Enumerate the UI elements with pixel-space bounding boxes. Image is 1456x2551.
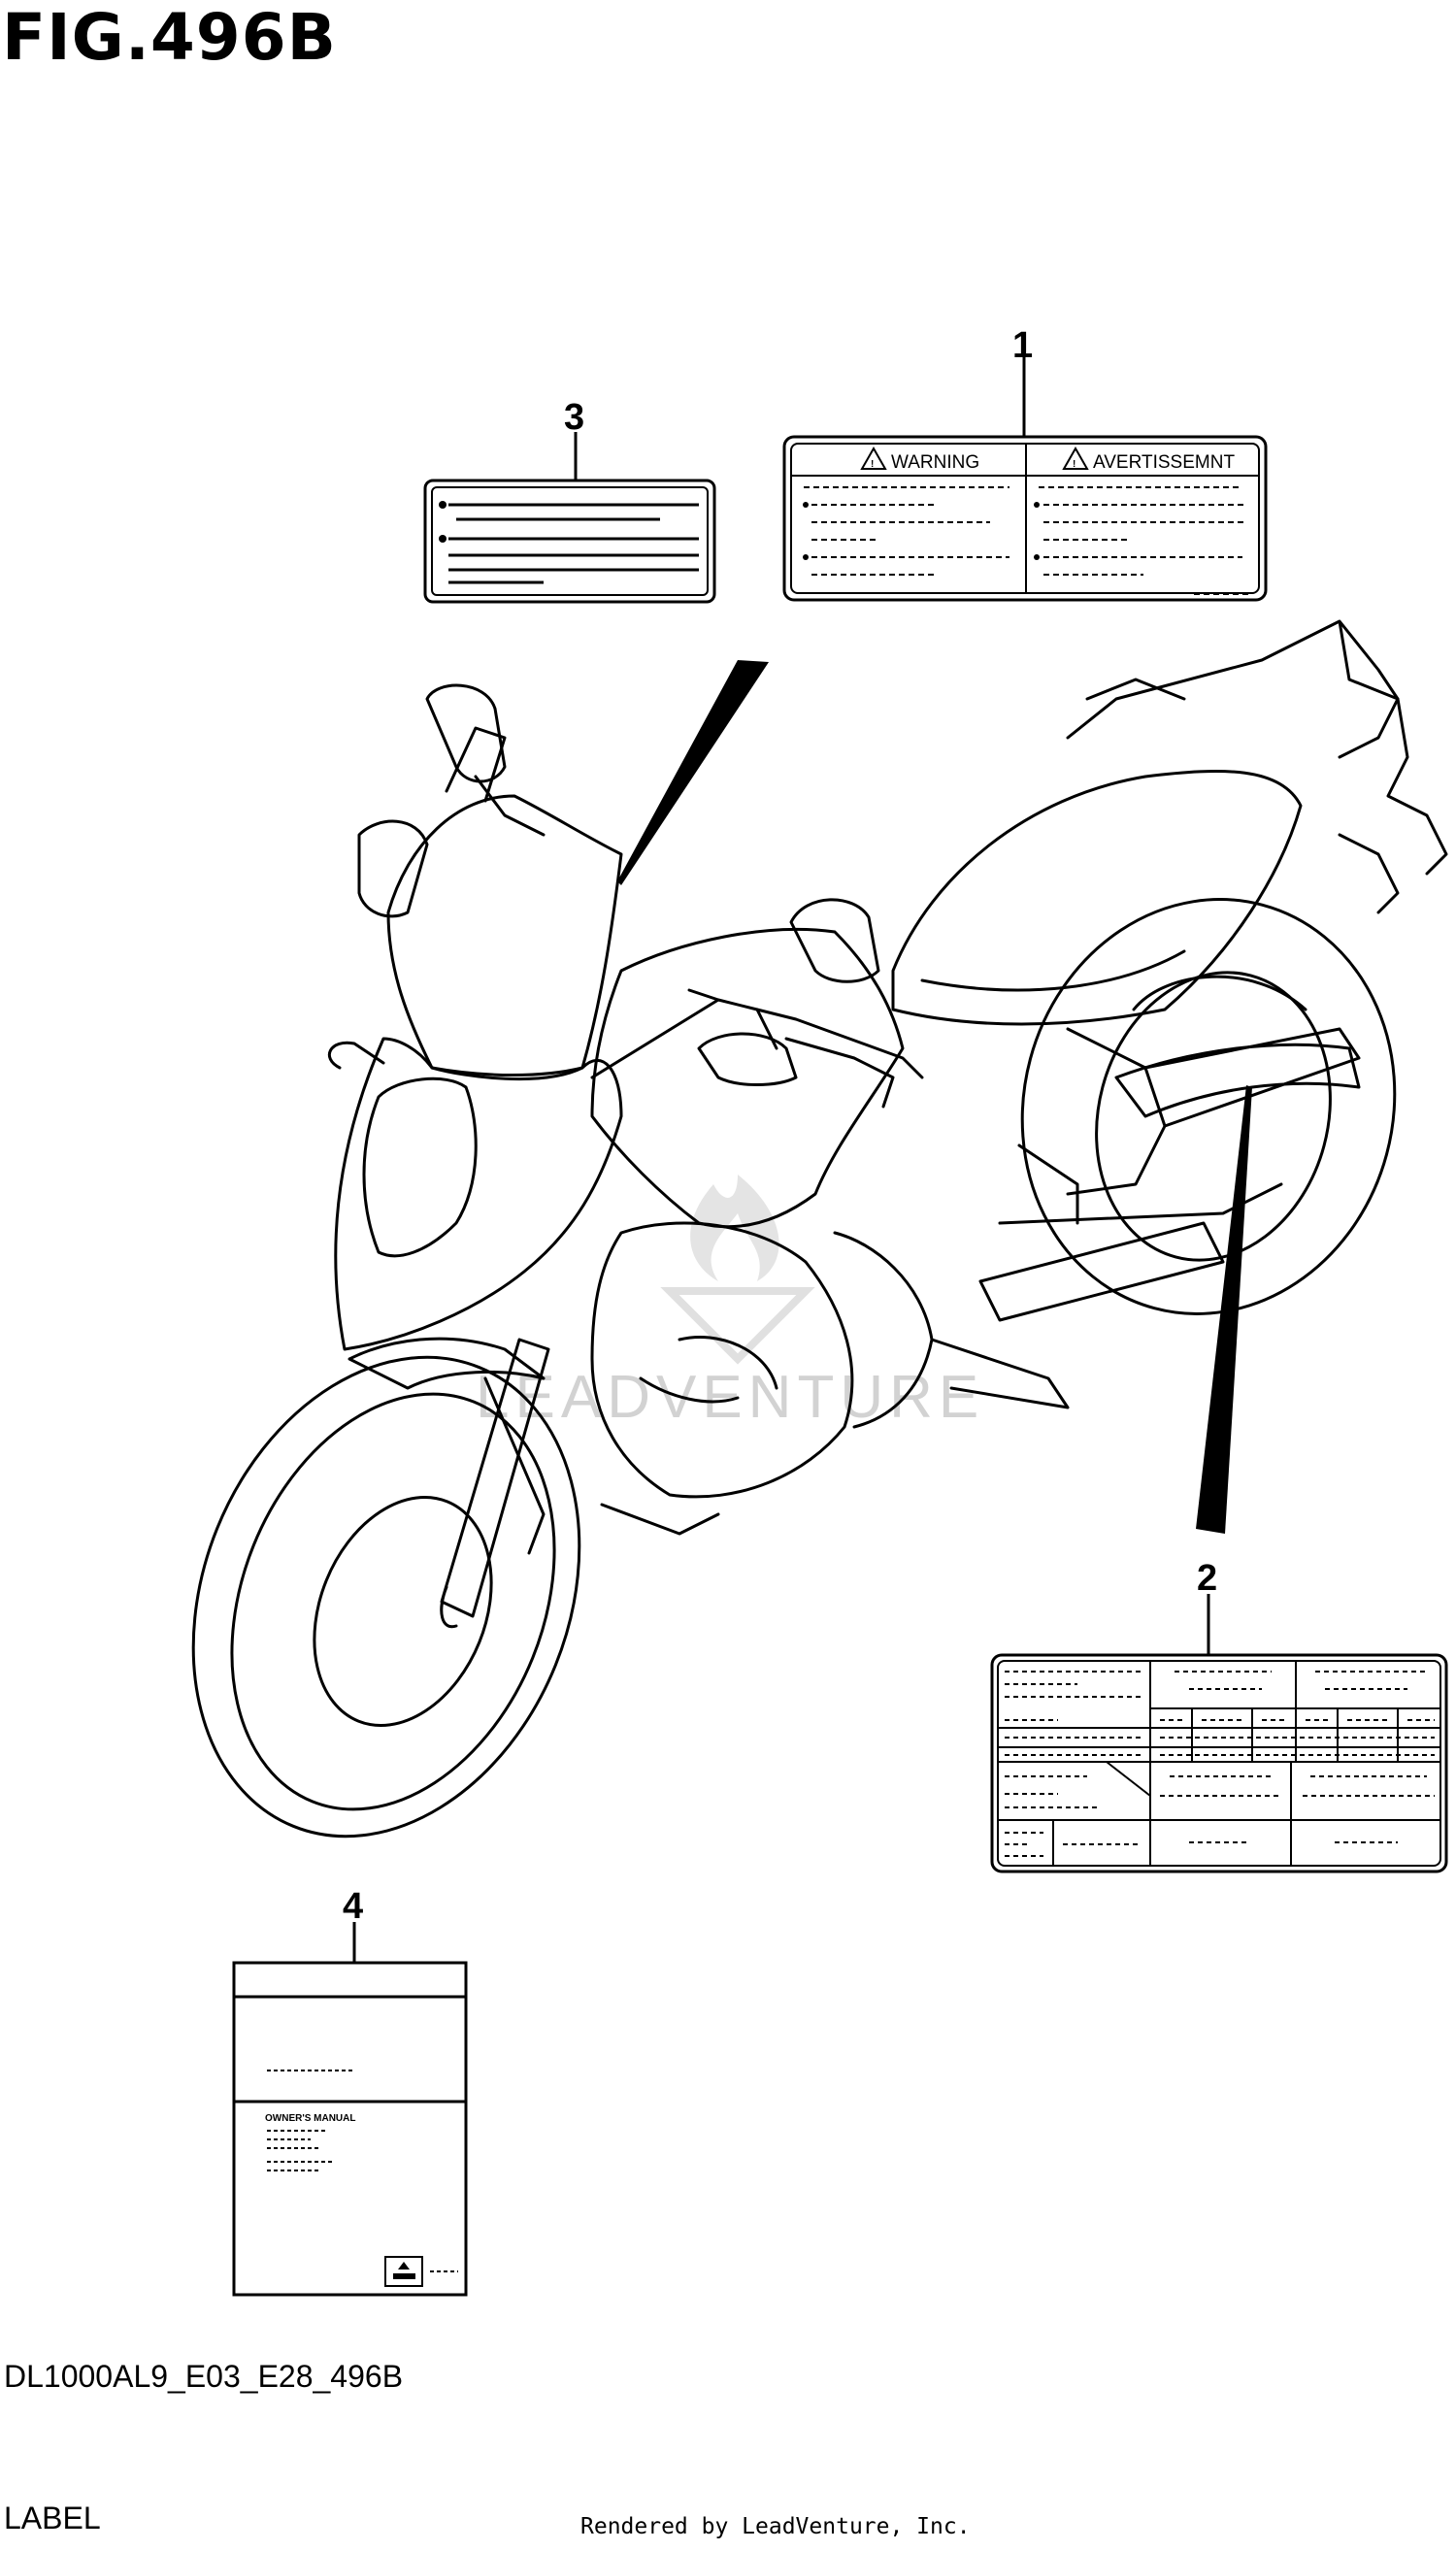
handlebar <box>590 988 924 1079</box>
rear-rack <box>1066 619 1400 759</box>
fuel-tank <box>590 927 905 1229</box>
rendered-by: Rendered by LeadVenture, Inc. <box>580 2514 971 2539</box>
label-2-table <box>990 1653 1448 1873</box>
label-1-placeholder-lines <box>804 486 1252 595</box>
figure-title: FIG.496B <box>2 0 337 75</box>
headlight <box>362 1077 478 1258</box>
label-1-heading-right: AVERTISSEMNT <box>1093 452 1235 473</box>
seat <box>891 769 1303 1026</box>
front-wheel <box>191 1355 581 1839</box>
label-4-placeholder-lines <box>267 2070 458 2272</box>
leader-lines <box>352 357 1210 1963</box>
warning-icon <box>860 446 887 470</box>
label-3-placeholder-lines <box>448 503 699 584</box>
warning-icon <box>1062 446 1089 470</box>
watermark: LEADVENTURE <box>476 1175 984 1431</box>
exhaust <box>930 1338 1070 1409</box>
pointer-label-2 <box>1196 1085 1252 1534</box>
front-fender <box>347 1337 546 1390</box>
pointer-label-3 <box>617 660 769 885</box>
swingarm <box>978 1221 1225 1322</box>
front-fork <box>440 1338 550 1629</box>
callout-4: 4 <box>343 1886 363 1927</box>
label-1-warning: ! WARNING ! AVERTISSEMNT <box>782 435 1268 602</box>
svg-text:!: ! <box>1073 459 1075 470</box>
front-fairing <box>334 1037 623 1351</box>
manufacturer-logo-icon <box>384 2256 423 2287</box>
watermark-text: LEADVENTURE <box>476 1364 984 1431</box>
svg-text:!: ! <box>871 459 874 470</box>
label-1-heading-left: WARNING <box>891 452 979 473</box>
label-4-owners-manual: OWNER'S MANUAL <box>232 1961 468 2297</box>
frame <box>1017 1027 1361 1225</box>
callout-1: 1 <box>1012 325 1033 366</box>
engine <box>590 1221 854 1499</box>
motorcycle-illustration <box>191 619 1448 1839</box>
left-mirror <box>425 683 507 783</box>
callout-2: 2 <box>1197 1558 1217 1599</box>
rear-wheel <box>1020 898 1397 1315</box>
label-2-placeholder-lines <box>1005 1671 1435 1857</box>
label-4-text: OWNER'S MANUAL <box>265 2113 355 2124</box>
right-mirror <box>789 898 880 983</box>
label-3 <box>423 479 716 604</box>
figure-code: DL1000AL9_E03_E28_496B <box>4 2359 404 2394</box>
figure-name: LABEL <box>4 2501 101 2535</box>
windscreen <box>386 794 623 1077</box>
callout-3: 3 <box>564 397 584 438</box>
